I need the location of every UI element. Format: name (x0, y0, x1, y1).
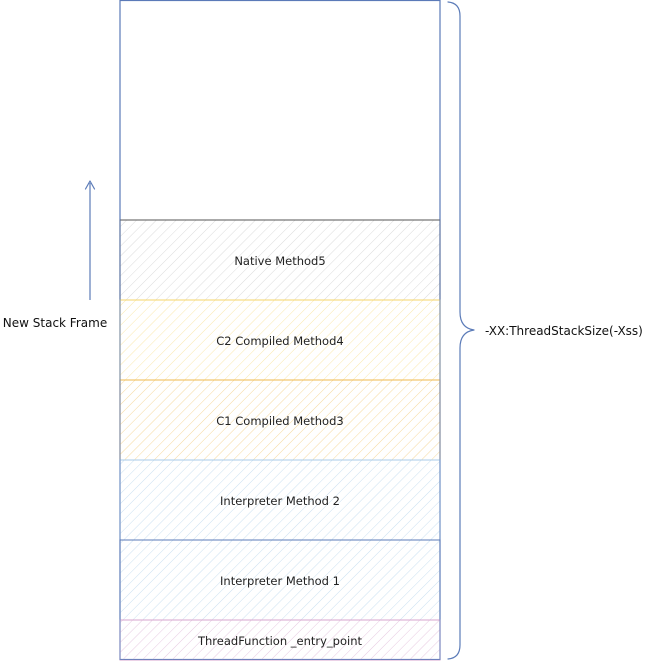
stack-frame-c2-compiled-method4: C2 Compiled Method4 (119, 299, 441, 381)
curly-brace-icon (447, 1, 475, 660)
frame-label: Native Method5 (234, 254, 325, 268)
thread-stack-outline-top (119, 0, 441, 660)
frame-label: C1 Compiled Method3 (216, 414, 343, 428)
frame-label: C2 Compiled Method4 (216, 334, 343, 348)
frame-label: Interpreter Method 2 (220, 494, 340, 508)
stack-frame-thread-function-entry-point: ThreadFunction _entry_point (119, 619, 441, 661)
frame-label: Interpreter Method 1 (220, 574, 340, 588)
frame-label: ThreadFunction _entry_point (197, 634, 363, 648)
new-stack-frame-label: New Stack Frame (3, 316, 107, 330)
stack-frame-native-method5: Native Method5 (119, 219, 441, 301)
stack-frame-interpreter-method-1: Interpreter Method 1 (119, 539, 441, 621)
thread-stack-size-label: -XX:ThreadStackSize(-Xss) (485, 324, 643, 338)
arrow-up-icon (84, 180, 96, 300)
stack-frame-interpreter-method-2: Interpreter Method 2 (119, 459, 441, 541)
stack-frame-c1-compiled-method3: C1 Compiled Method3 (119, 379, 441, 461)
